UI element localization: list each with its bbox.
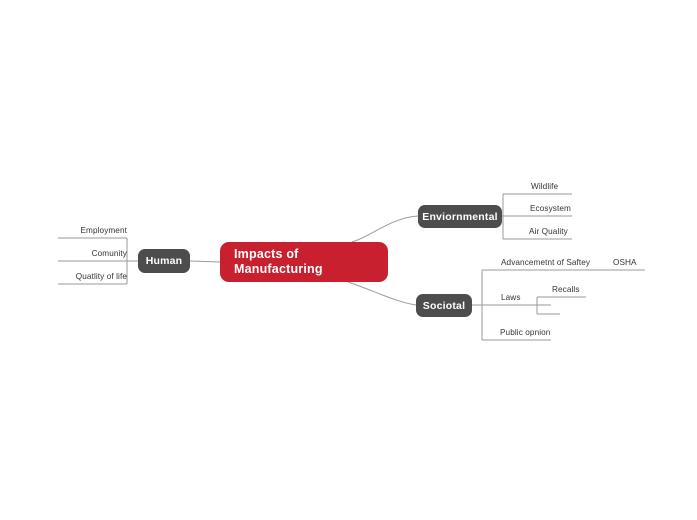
central-node-label: Impacts of Manufacturing — [234, 247, 323, 276]
leaf-osha[interactable]: OSHA — [613, 258, 637, 267]
branch-node-sociotal[interactable]: Sociotal — [416, 294, 472, 317]
branch-node-enviornmental-label: Enviornmental — [422, 210, 498, 223]
leaf-comunity[interactable]: Comunity — [91, 249, 127, 258]
leaf-ecosystem[interactable]: Ecosystem — [530, 204, 571, 213]
leaf-advancemetnt-of-saftey[interactable]: Advancemetnt of Saftey — [501, 258, 591, 267]
leaf-public-opnion[interactable]: Public opnion — [500, 328, 551, 337]
branch-node-human-label: Human — [145, 255, 183, 267]
leaf-quatlity-of-life[interactable]: Quatlity of life — [75, 272, 127, 281]
leaf-recalls[interactable]: Recalls — [552, 285, 580, 294]
branch-node-sociotal-label: Sociotal — [422, 299, 466, 312]
leaf-air-quality[interactable]: Air Quality — [529, 227, 568, 236]
central-node-impacts-of-manufacturing[interactable]: Impacts of Manufacturing — [220, 242, 388, 282]
leaf-wildlife[interactable]: Wildlife — [531, 182, 559, 191]
leaf-empty[interactable] — [552, 303, 560, 312]
leaf-employment[interactable]: Employment — [80, 226, 127, 235]
branch-node-enviornmental[interactable]: Enviornmental — [418, 205, 502, 228]
branch-node-human[interactable]: Human — [138, 249, 190, 273]
leaf-laws[interactable]: Laws — [501, 293, 521, 302]
